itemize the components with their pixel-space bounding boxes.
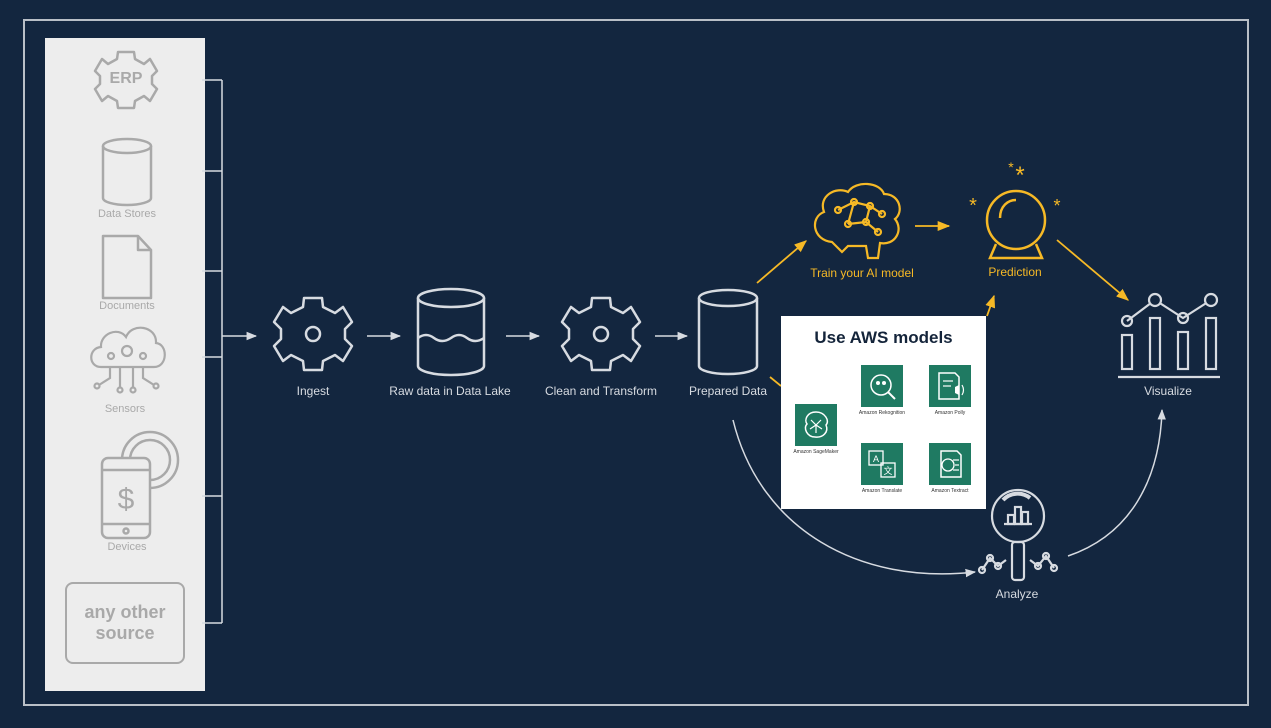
visualize-chart-icon	[1118, 292, 1220, 379]
visualize-label: Visualize	[1144, 384, 1192, 398]
crystal-ball-icon: * * * *	[969, 159, 1061, 260]
svg-text:*: *	[969, 195, 977, 217]
source-connector	[202, 79, 258, 624]
clean-transform-label: Clean and Transform	[544, 384, 658, 398]
data-stores-label: Data Stores	[97, 208, 157, 220]
clean-gear-icon	[560, 296, 642, 372]
devices-label: Devices	[107, 541, 147, 553]
arrow-prepared-to-train	[756, 240, 807, 284]
prepared-data-label: Prepared Data	[688, 384, 768, 398]
arrow-prepared-to-analyze	[732, 419, 977, 578]
arrow-prepared-to-aws	[769, 376, 782, 387]
arrow-analyze-to-visualize	[1067, 408, 1166, 557]
textract-icon	[929, 443, 971, 485]
svg-text:*: *	[1053, 196, 1060, 216]
data-stores-icon	[101, 137, 153, 207]
train-model-label: Train your AI model	[810, 266, 914, 280]
polly-label: Amazon Polly	[934, 410, 966, 416]
analyze-magnifier-icon	[977, 488, 1059, 582]
ingest-label: Ingest	[296, 384, 330, 398]
devices-phone-icon: $	[100, 430, 180, 540]
prepared-data-icon	[697, 288, 759, 376]
diagram-frame	[23, 19, 1249, 706]
erp-label: ERP	[109, 70, 143, 87]
any-other-source-label: any other source	[84, 602, 166, 643]
sagemaker-service: Amazon SageMaker	[786, 404, 846, 455]
ingest-gear-icon	[272, 296, 354, 372]
rekognition-label: Amazon Rekognition	[858, 410, 906, 416]
sensors-label: Sensors	[104, 403, 146, 415]
prediction-label: Prediction	[988, 265, 1042, 279]
svg-text:*: *	[1008, 159, 1014, 175]
analyze-label: Analyze	[995, 587, 1039, 601]
any-other-source-box: any other source	[65, 582, 185, 664]
svg-text:*: *	[1015, 162, 1024, 189]
sagemaker-label: Amazon SageMaker	[793, 449, 839, 455]
raw-data-label: Raw data in Data Lake	[389, 384, 511, 398]
sensors-cloud-icon	[90, 326, 166, 394]
svg-text:$: $	[118, 483, 135, 516]
polly-icon	[929, 365, 971, 407]
data-lake-icon	[416, 287, 486, 377]
textract-label: Amazon Textract	[931, 488, 969, 494]
translate-label: Amazon Translate	[861, 488, 903, 494]
documents-label: Documents	[99, 300, 155, 312]
rekognition-service: Amazon Rekognition	[852, 365, 912, 416]
aws-models-title: Use AWS models	[814, 328, 953, 347]
rekognition-icon	[861, 365, 903, 407]
arrow-prediction-to-visualize	[1056, 239, 1129, 301]
polly-service: Amazon Polly	[920, 365, 980, 416]
sagemaker-icon	[795, 404, 837, 446]
svg-text:文: 文	[883, 465, 892, 476]
arrow-aws-to-prediction	[985, 294, 996, 317]
erp-gear-icon	[93, 50, 159, 110]
svg-text:A: A	[873, 454, 879, 464]
textract-service: Amazon Textract	[920, 443, 980, 494]
aws-models-panel: Use AWS models Amazon SageMaker Amazon R…	[781, 316, 986, 509]
brain-icon	[814, 182, 901, 260]
documents-icon	[101, 234, 153, 300]
